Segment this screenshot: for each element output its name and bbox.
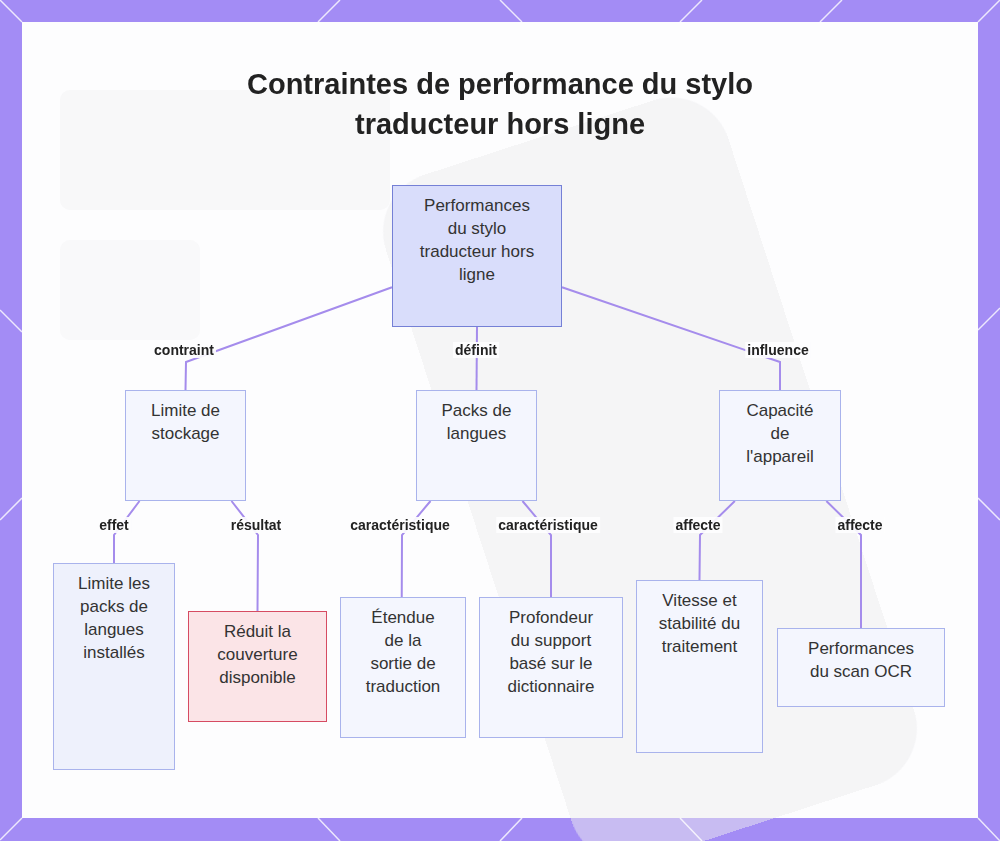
concept-box: Performances du scan OCR <box>777 628 945 707</box>
ornament-line <box>978 308 1000 330</box>
node-text: Étendue de la sortie de traduction <box>362 606 444 698</box>
ornament-line <box>500 818 522 841</box>
background-illustration <box>60 82 932 841</box>
diagram-title: Contraintes de performance du stylo trad… <box>200 64 800 144</box>
node-text: Limite de stockage <box>138 399 233 445</box>
concept-box: Limite les packs de langues installés <box>53 563 175 770</box>
concept-box: Profondeur du support basé sur le dictio… <box>479 597 623 738</box>
concept-box: Réduit la couverture disponible <box>188 611 327 722</box>
concept-box: Capacité de l'appareil <box>719 390 841 501</box>
ornament-line <box>0 0 22 22</box>
node-text: Vitesse et stabilité du traitement <box>657 589 742 658</box>
ornament-line <box>978 0 1000 22</box>
node-text: Réduit la couverture disponible <box>203 620 312 689</box>
connector-line <box>700 501 735 580</box>
ornament-line <box>0 310 22 332</box>
node-text: Capacité de l'appareil <box>739 399 821 468</box>
ornament-line <box>318 818 340 841</box>
node-text: Profondeur du support basé sur le dictio… <box>500 606 602 698</box>
edge-label: effet <box>97 517 131 533</box>
edge-label: résultat <box>229 517 284 533</box>
node-text: Packs de langues <box>427 399 526 445</box>
node-text: Limite les packs de langues installés <box>67 572 161 664</box>
connector-line <box>186 287 393 390</box>
blurred-shape <box>60 240 200 340</box>
concept-box: Vitesse et stabilité du traitement <box>636 580 763 753</box>
edge-label: définit <box>453 342 499 358</box>
concept-box: Étendue de la sortie de traduction <box>340 597 466 738</box>
node-text: Performances du scan OCR <box>802 637 920 683</box>
ornament-line <box>978 498 1000 520</box>
ornament-line <box>680 0 702 22</box>
node-text: Performances du stylo traducteur hors li… <box>413 194 541 286</box>
ornament-line <box>680 818 702 841</box>
ornament-line <box>820 0 842 22</box>
concept-box: Packs de langues <box>416 390 537 501</box>
edge-label: caractéristique <box>348 517 452 533</box>
root-box: Performances du stylo traducteur hors li… <box>392 185 562 327</box>
canvas-panel <box>22 22 978 818</box>
edge-label: affecte <box>673 517 722 533</box>
connector-line <box>522 501 551 597</box>
ornament-line <box>978 818 1000 841</box>
ornament-line <box>0 498 22 520</box>
connector-line <box>402 501 431 597</box>
edge-label: caractéristique <box>496 517 600 533</box>
concept-box: Limite de stockage <box>125 390 246 501</box>
connector-line <box>562 287 780 390</box>
ornament-line <box>500 0 522 22</box>
edge-label: contraint <box>152 342 216 358</box>
blurred-shape <box>60 90 390 210</box>
ornament-line <box>0 818 22 840</box>
edge-label: affecte <box>835 517 884 533</box>
connector-line <box>476 327 479 390</box>
edge-label: influence <box>745 342 810 358</box>
ornament-line <box>318 0 340 22</box>
